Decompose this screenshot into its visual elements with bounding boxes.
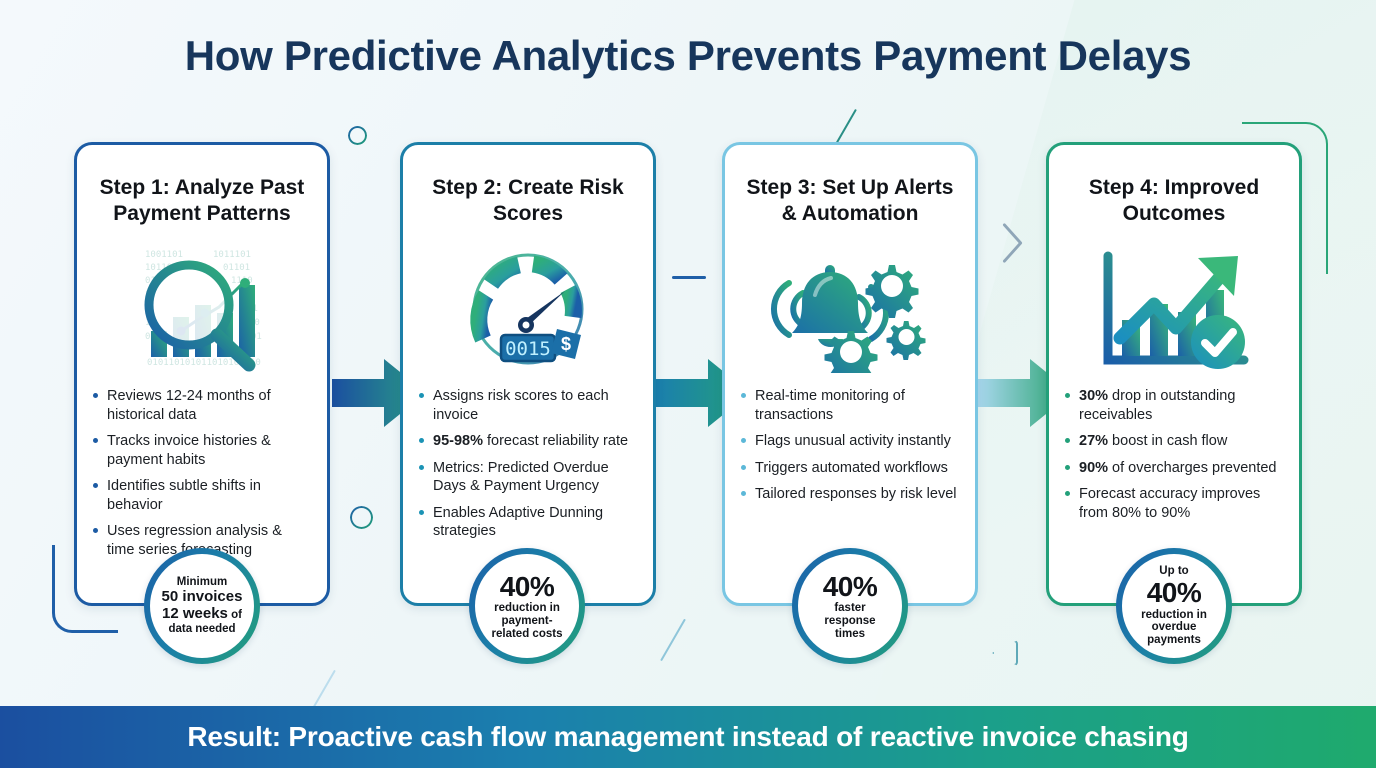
badge-2-line-1: 40% <box>499 570 555 602</box>
growth-chart-check-icon <box>1063 233 1285 383</box>
stat-badge-1: Minimum 50 invoices 12 weeks of data nee… <box>144 548 260 664</box>
list-item: 30% drop in outstanding receivables <box>1063 387 1285 424</box>
svg-text:01101: 01101 <box>223 263 250 273</box>
badge-3-line-4: times <box>834 627 866 640</box>
step-3-title: Step 3: Set Up Alerts & Automation <box>746 176 954 225</box>
step-4-bullet-list: 30% drop in outstanding receivables 27% … <box>1063 387 1285 522</box>
badge-1-line-1: Minimum <box>176 576 228 589</box>
list-item: Triggers automated workflows <box>739 459 961 478</box>
bell-gears-icon <box>739 233 961 383</box>
result-footer-bar: Result: Proactive cash flow management i… <box>0 706 1376 768</box>
svg-text:01: 01 <box>145 332 156 342</box>
list-item: Enables Adaptive Dunning strategies <box>417 504 639 541</box>
list-item: Identifies subtle shifts in behavior <box>91 477 313 514</box>
decor-ring-top-icon <box>348 126 367 145</box>
badge-1-line-2: 50 invoices <box>161 587 243 605</box>
svg-text:01: 01 <box>145 276 156 286</box>
decor-slash-bottom-mid <box>660 618 687 662</box>
decor-triangle-left-icon <box>992 640 1018 666</box>
list-item: Flags unusual activity instantly <box>739 432 961 451</box>
decor-ring-left-icon <box>350 506 373 529</box>
stat-badge-2: 40% reduction in payment- related costs <box>469 548 585 664</box>
badge-3-line-3: response <box>824 615 876 628</box>
badge-1-line-4: data needed <box>168 623 236 636</box>
svg-text:$: $ <box>561 334 571 354</box>
list-item: Forecast accuracy improves from 80% to 9… <box>1063 485 1285 522</box>
step-card-4[interactable]: Step 4: Improved Outcomes 30% drop in <box>1046 142 1302 606</box>
step-card-2[interactable]: Step 2: Create Risk Scores 0015 $ <box>400 142 656 606</box>
list-item: 27% boost in cash flow <box>1063 432 1285 451</box>
badge-4-line-1: Up to <box>1159 565 1189 578</box>
list-item: Assigns risk scores to each invoice <box>417 387 639 424</box>
step-1-title: Step 1: Analyze Past Payment Patterns <box>99 176 305 225</box>
footer-body: Proactive cash flow management instead o… <box>280 721 1189 752</box>
svg-text:010110101011010101010: 010110101011010101010 <box>147 358 261 368</box>
badge-2-line-2: reduction in <box>494 602 560 615</box>
badge-3-line-1: 40% <box>822 570 878 602</box>
badge-1-line-3: 12 weeks <box>162 605 228 623</box>
list-item: 90% of overcharges prevented <box>1063 459 1285 478</box>
badge-4-line-4: overdue <box>1151 621 1197 634</box>
svg-text:01: 01 <box>251 332 262 342</box>
footer-text: Result: Proactive cash flow management i… <box>187 721 1189 753</box>
gauge-meter-icon: 0015 $ <box>417 233 639 383</box>
gauge-readout-text: 0015 <box>505 338 551 360</box>
step-2-bullet-list: Assigns risk scores to each invoice 95-9… <box>417 387 639 541</box>
list-item: Tracks invoice histories & payment habit… <box>91 432 313 469</box>
step-2-title: Step 2: Create Risk Scores <box>432 176 624 225</box>
page-title: How Predictive Analytics Prevents Paymen… <box>184 32 1192 79</box>
stat-badge-3: 40% faster response times <box>792 548 908 664</box>
step-card-1[interactable]: Step 1: Analyze Past Payment Patterns 10… <box>74 142 330 606</box>
badge-4-line-3: reduction in <box>1141 608 1207 621</box>
list-item: Tailored responses by risk level <box>739 485 961 504</box>
decor-dash-line <box>672 276 706 279</box>
list-item: Uses regression analysis & time series f… <box>91 522 313 559</box>
badge-2-line-4: related costs <box>491 627 563 640</box>
step-1-bullet-list: Reviews 12-24 months of historical data … <box>91 387 313 559</box>
list-item: 95-98% forecast reliability rate <box>417 432 639 451</box>
list-item: Reviews 12-24 months of historical data <box>91 387 313 424</box>
badge-3-line-2: faster <box>834 602 866 615</box>
svg-text:10110: 10110 <box>145 263 172 273</box>
step-3-bullet-list: Real-time monitoring of transactions Fla… <box>739 387 961 504</box>
stat-badge-4: Up to 40% reduction in overdue payments <box>1116 548 1232 664</box>
svg-text:1001101: 1001101 <box>145 250 183 260</box>
badge-4-line-5: payments <box>1147 634 1201 647</box>
list-item: Metrics: Predicted Overdue Days & Paymen… <box>417 459 639 496</box>
step-card-3[interactable]: Step 3: Set Up Alerts & Automation <box>722 142 978 606</box>
svg-text:1011101: 1011101 <box>213 250 251 260</box>
step-4-title: Step 4: Improved Outcomes <box>1088 176 1260 225</box>
badge-4-line-2: 40% <box>1146 576 1202 608</box>
chevron-right-icon <box>1002 223 1023 263</box>
badge-1-line-3-suffix: of <box>227 609 242 622</box>
list-item: Real-time monitoring of transactions <box>739 387 961 424</box>
footer-prefix: Result: <box>187 721 281 752</box>
badge-2-line-3: payment- <box>501 615 553 628</box>
